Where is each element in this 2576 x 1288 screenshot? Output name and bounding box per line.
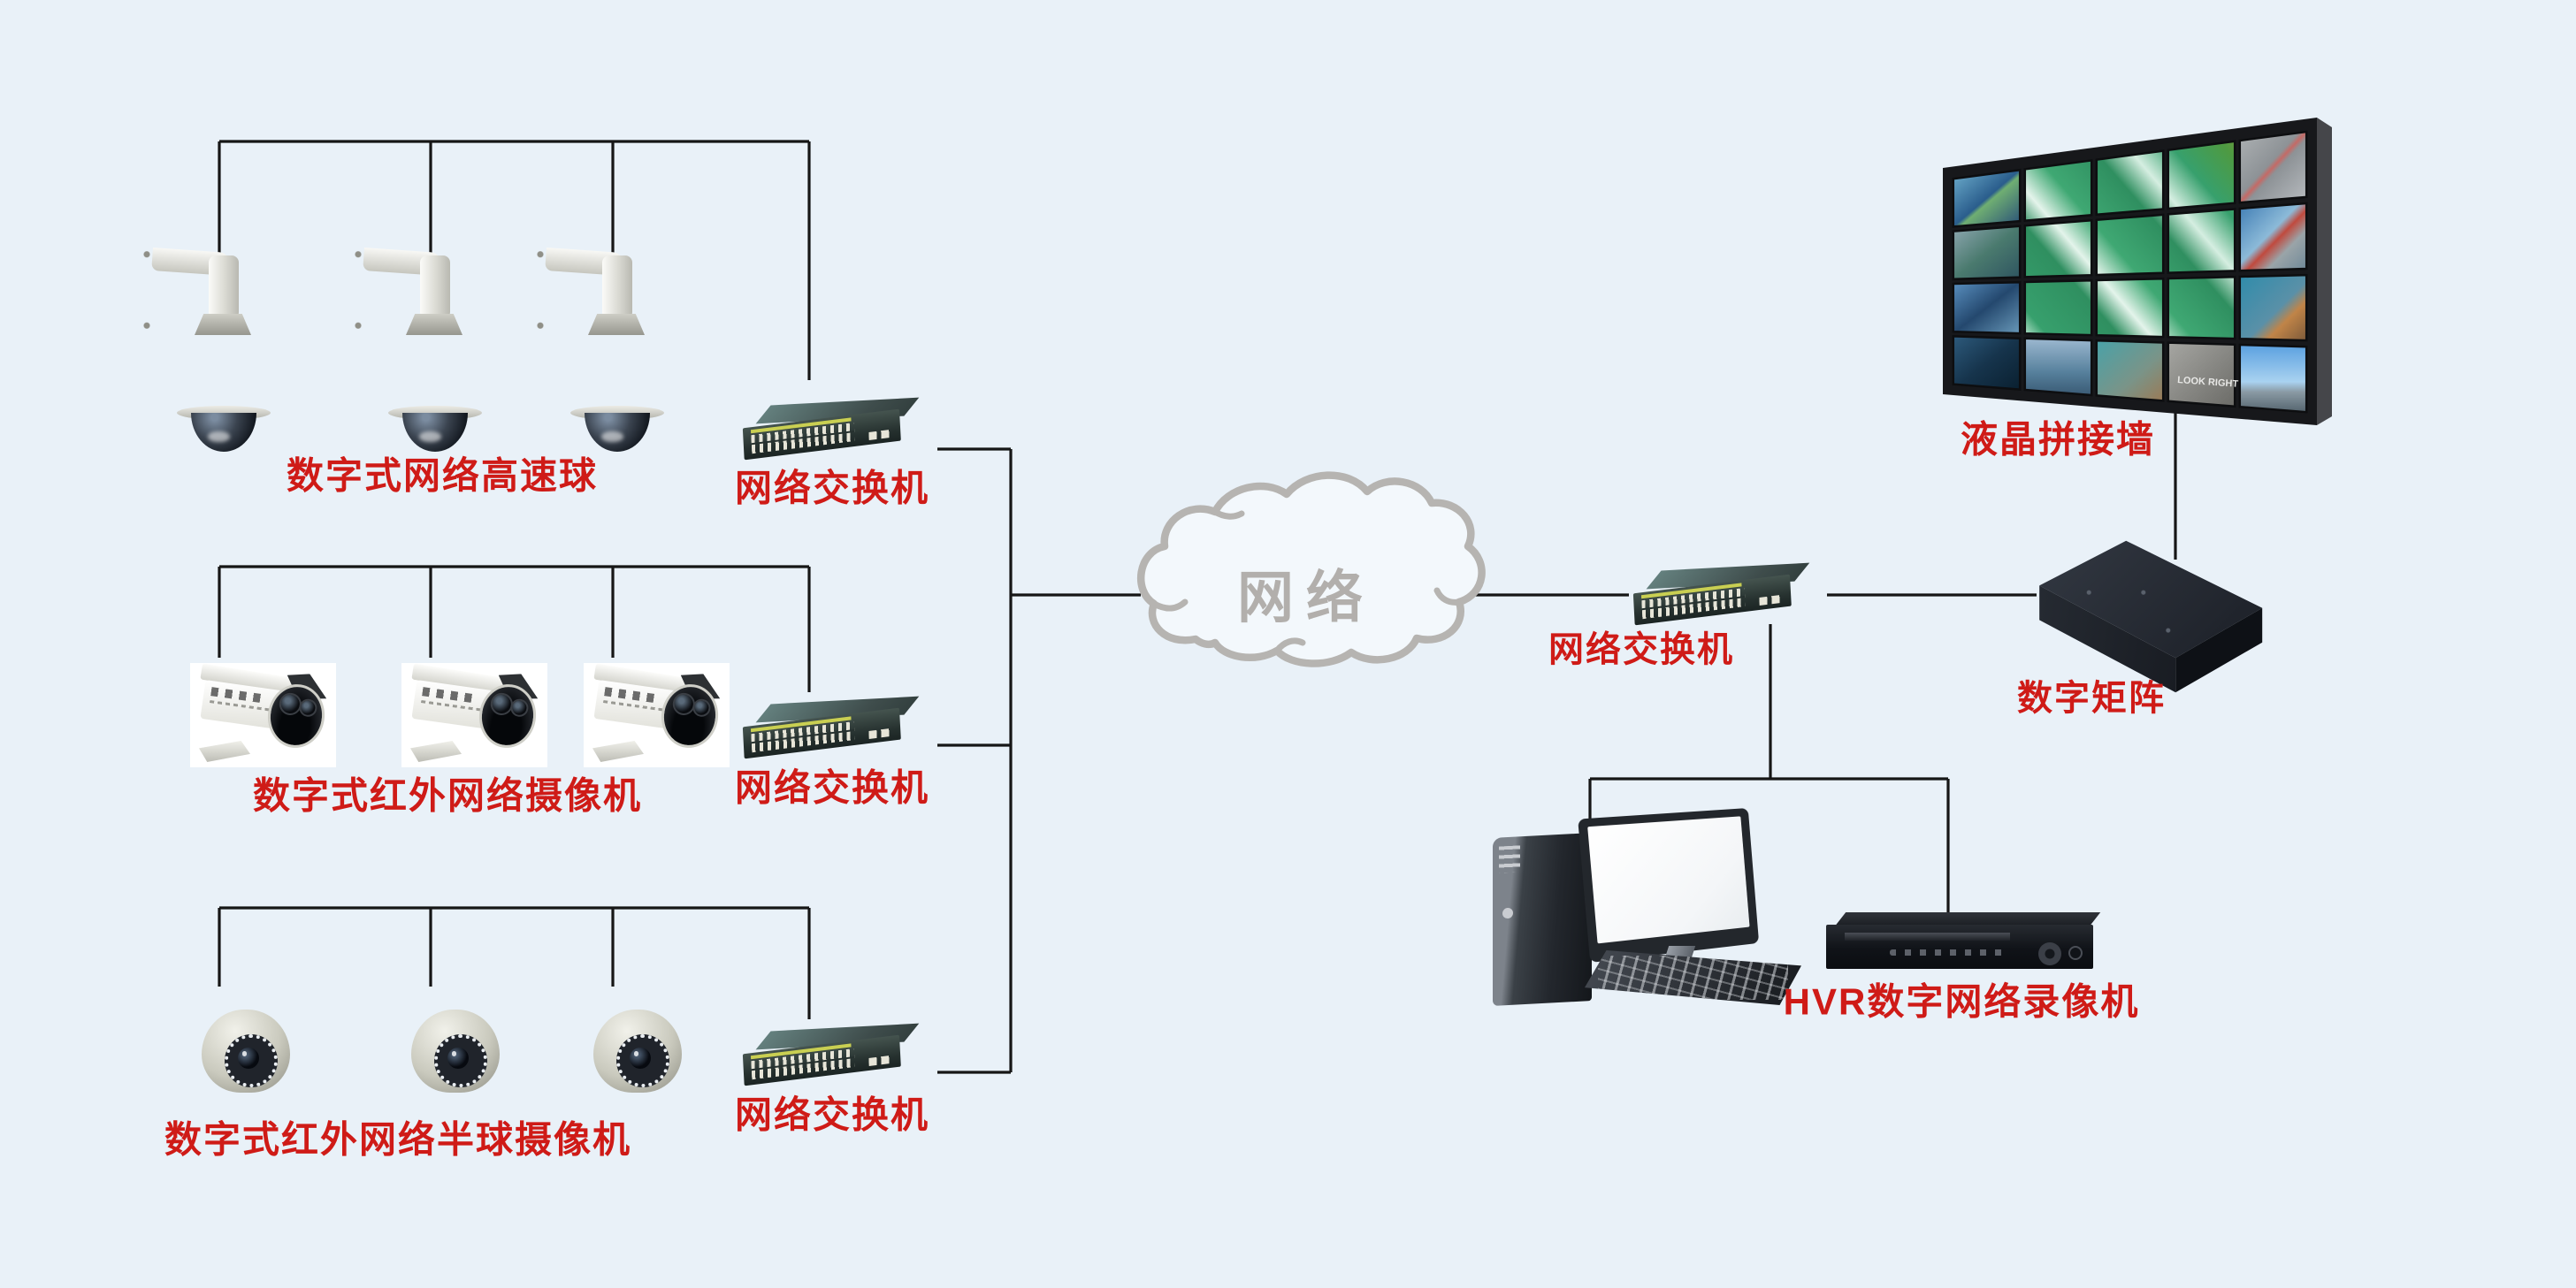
cloud-swirls xyxy=(1150,508,1463,654)
ir-dome-camera-1 xyxy=(202,1008,294,1094)
access-switch-2 xyxy=(739,695,920,760)
camera-collar xyxy=(195,314,251,335)
video-wall-tile-highway-aerial xyxy=(2095,213,2165,277)
cloud-outline xyxy=(1137,471,1486,667)
ir-dome-camera-3 xyxy=(593,1008,686,1094)
camera-lens xyxy=(238,1048,259,1069)
speed-dome-camera-3 xyxy=(526,234,690,457)
video-wall-tile-city-skyline xyxy=(2023,337,2093,397)
bracket-pipe xyxy=(420,255,450,319)
bracket-pipe xyxy=(602,255,632,319)
ir-led-lens xyxy=(298,697,318,719)
matrix-label: 数字矩阵 xyxy=(2017,679,2166,718)
ir-led-lens xyxy=(509,697,530,719)
camera-lens xyxy=(447,1048,469,1069)
pavement-text: LOOK RIGHT xyxy=(2177,375,2239,390)
video-wall-side xyxy=(2317,118,2332,425)
video-wall-label: 液晶拼接墙 xyxy=(1960,418,2156,461)
video-wall-tile-highway-aerial xyxy=(2023,218,2093,278)
uplink-ports xyxy=(868,1055,893,1066)
camera-housing xyxy=(390,330,478,418)
ir-dome-camera-2 xyxy=(411,1008,504,1094)
core-switch-label: 网络交换机 xyxy=(1548,630,1734,669)
bracket-foot xyxy=(592,741,644,762)
video-wall-tile-highway-aerial xyxy=(2023,278,2093,337)
camera-housing xyxy=(179,330,267,418)
video-wall-tile-harbor-city xyxy=(1952,335,2022,391)
group1-label: 数字式网络高速球 xyxy=(286,454,599,497)
camera-collar xyxy=(406,314,462,335)
network-cloud xyxy=(1137,471,1486,667)
front-buttons xyxy=(1890,949,2008,956)
access-switch-3 xyxy=(739,1022,920,1087)
bracket-foot xyxy=(410,741,462,762)
cloud-label: 网络 xyxy=(1237,566,1375,629)
video-wall: LOOK RIGHT xyxy=(1943,118,2332,425)
video-wall-tile-road-view xyxy=(1952,225,2022,281)
video-wall-tile-highway-aerial xyxy=(2095,149,2165,217)
pc-tower xyxy=(1493,833,1592,1006)
video-wall-tile-highway-aerial xyxy=(2167,208,2236,274)
switch1-label: 网络交换机 xyxy=(734,467,930,509)
ir-bullet-camera-1 xyxy=(190,663,336,767)
ir-bullet-camera-3 xyxy=(584,663,730,767)
ir-bullet-camera-2 xyxy=(401,663,547,767)
power-button xyxy=(2068,946,2083,960)
hvr-recorder xyxy=(1826,911,2101,981)
camera-housing xyxy=(572,330,661,418)
uplink-ports xyxy=(868,728,893,739)
speed-dome-camera-2 xyxy=(344,234,508,457)
video-wall-tile-city-construction xyxy=(2095,339,2165,402)
core-switch xyxy=(1630,561,1810,627)
video-wall-tile-highway-aerial xyxy=(2023,158,2093,222)
switch3-label: 网络交换机 xyxy=(734,1094,930,1136)
group2-label: 数字式红外网络摄像机 xyxy=(252,774,643,817)
ir-led-lens xyxy=(692,697,712,719)
monitor-screen xyxy=(1587,816,1750,944)
group3-label: 数字式红外网络半球摄像机 xyxy=(164,1118,632,1161)
bracket-pipe xyxy=(209,255,239,319)
video-wall-tile-city-mosaic xyxy=(1952,168,2022,228)
switch2-label: 网络交换机 xyxy=(734,766,930,809)
recorder-label: HVR数字网络录像机 xyxy=(1783,980,2140,1023)
camera-lens xyxy=(630,1048,651,1069)
video-wall-tile-highway-aerial xyxy=(2167,140,2236,210)
network-wires xyxy=(218,140,2177,1074)
video-wall-tile-tower-road xyxy=(2238,343,2308,414)
video-wall-tile-highway-aerial xyxy=(2095,277,2165,339)
video-wall-tile-intersection-aerial xyxy=(2238,130,2308,204)
video-wall-tile-street-red-bus xyxy=(2238,202,2308,272)
uplink-ports xyxy=(1759,594,1784,606)
digital-matrix xyxy=(2029,530,2277,703)
front-groove xyxy=(1845,933,2011,941)
camera-dome-lens xyxy=(191,413,256,452)
camera-collar xyxy=(588,314,645,335)
recorder-front-panel xyxy=(1826,925,2093,969)
video-wall-tile-city-street xyxy=(2238,273,2308,342)
video-wall-tile-pavement-look-right xyxy=(2167,341,2236,408)
access-switch-1 xyxy=(739,396,920,461)
video-wall-tile-city-mosaic-2 xyxy=(1952,280,2022,335)
bracket-foot xyxy=(199,741,250,762)
video-wall-tile-highway-aerial xyxy=(2167,275,2236,340)
monitor-bezel xyxy=(1578,807,1760,963)
uplink-ports xyxy=(868,429,893,440)
speed-dome-camera-1 xyxy=(133,234,296,457)
jog-dial xyxy=(2038,942,2061,965)
